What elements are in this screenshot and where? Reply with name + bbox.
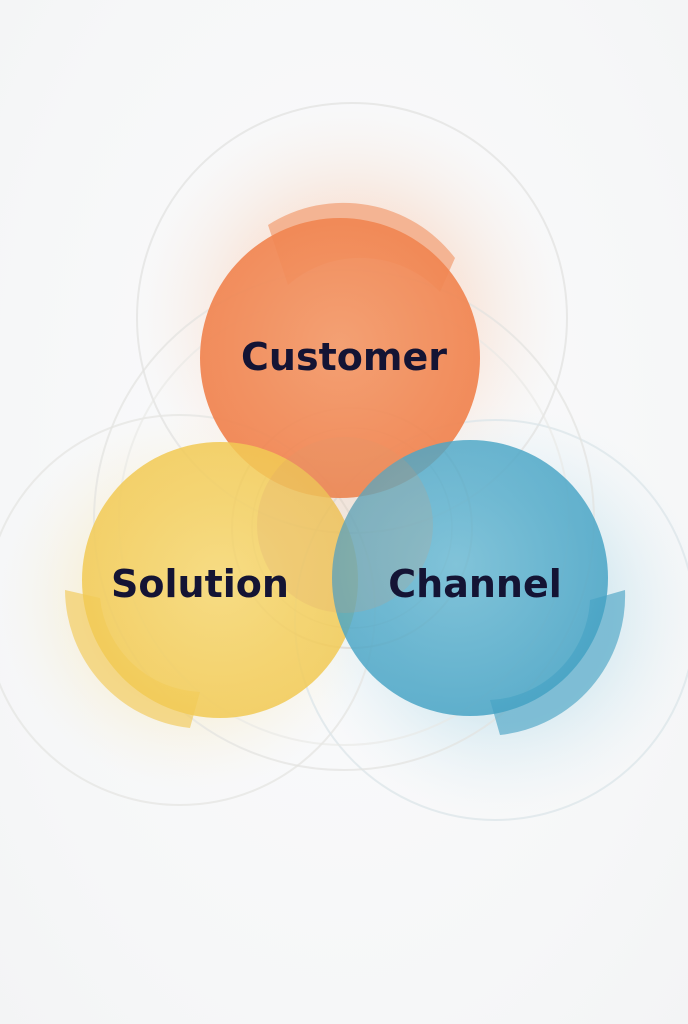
customer-circle <box>200 218 480 498</box>
solution-circle <box>82 442 358 718</box>
solution-label: Solution <box>111 562 289 606</box>
channel-label: Channel <box>388 562 562 606</box>
center-overlap <box>257 437 433 613</box>
customer-label: Customer <box>241 335 447 379</box>
channel-circle <box>332 440 608 716</box>
